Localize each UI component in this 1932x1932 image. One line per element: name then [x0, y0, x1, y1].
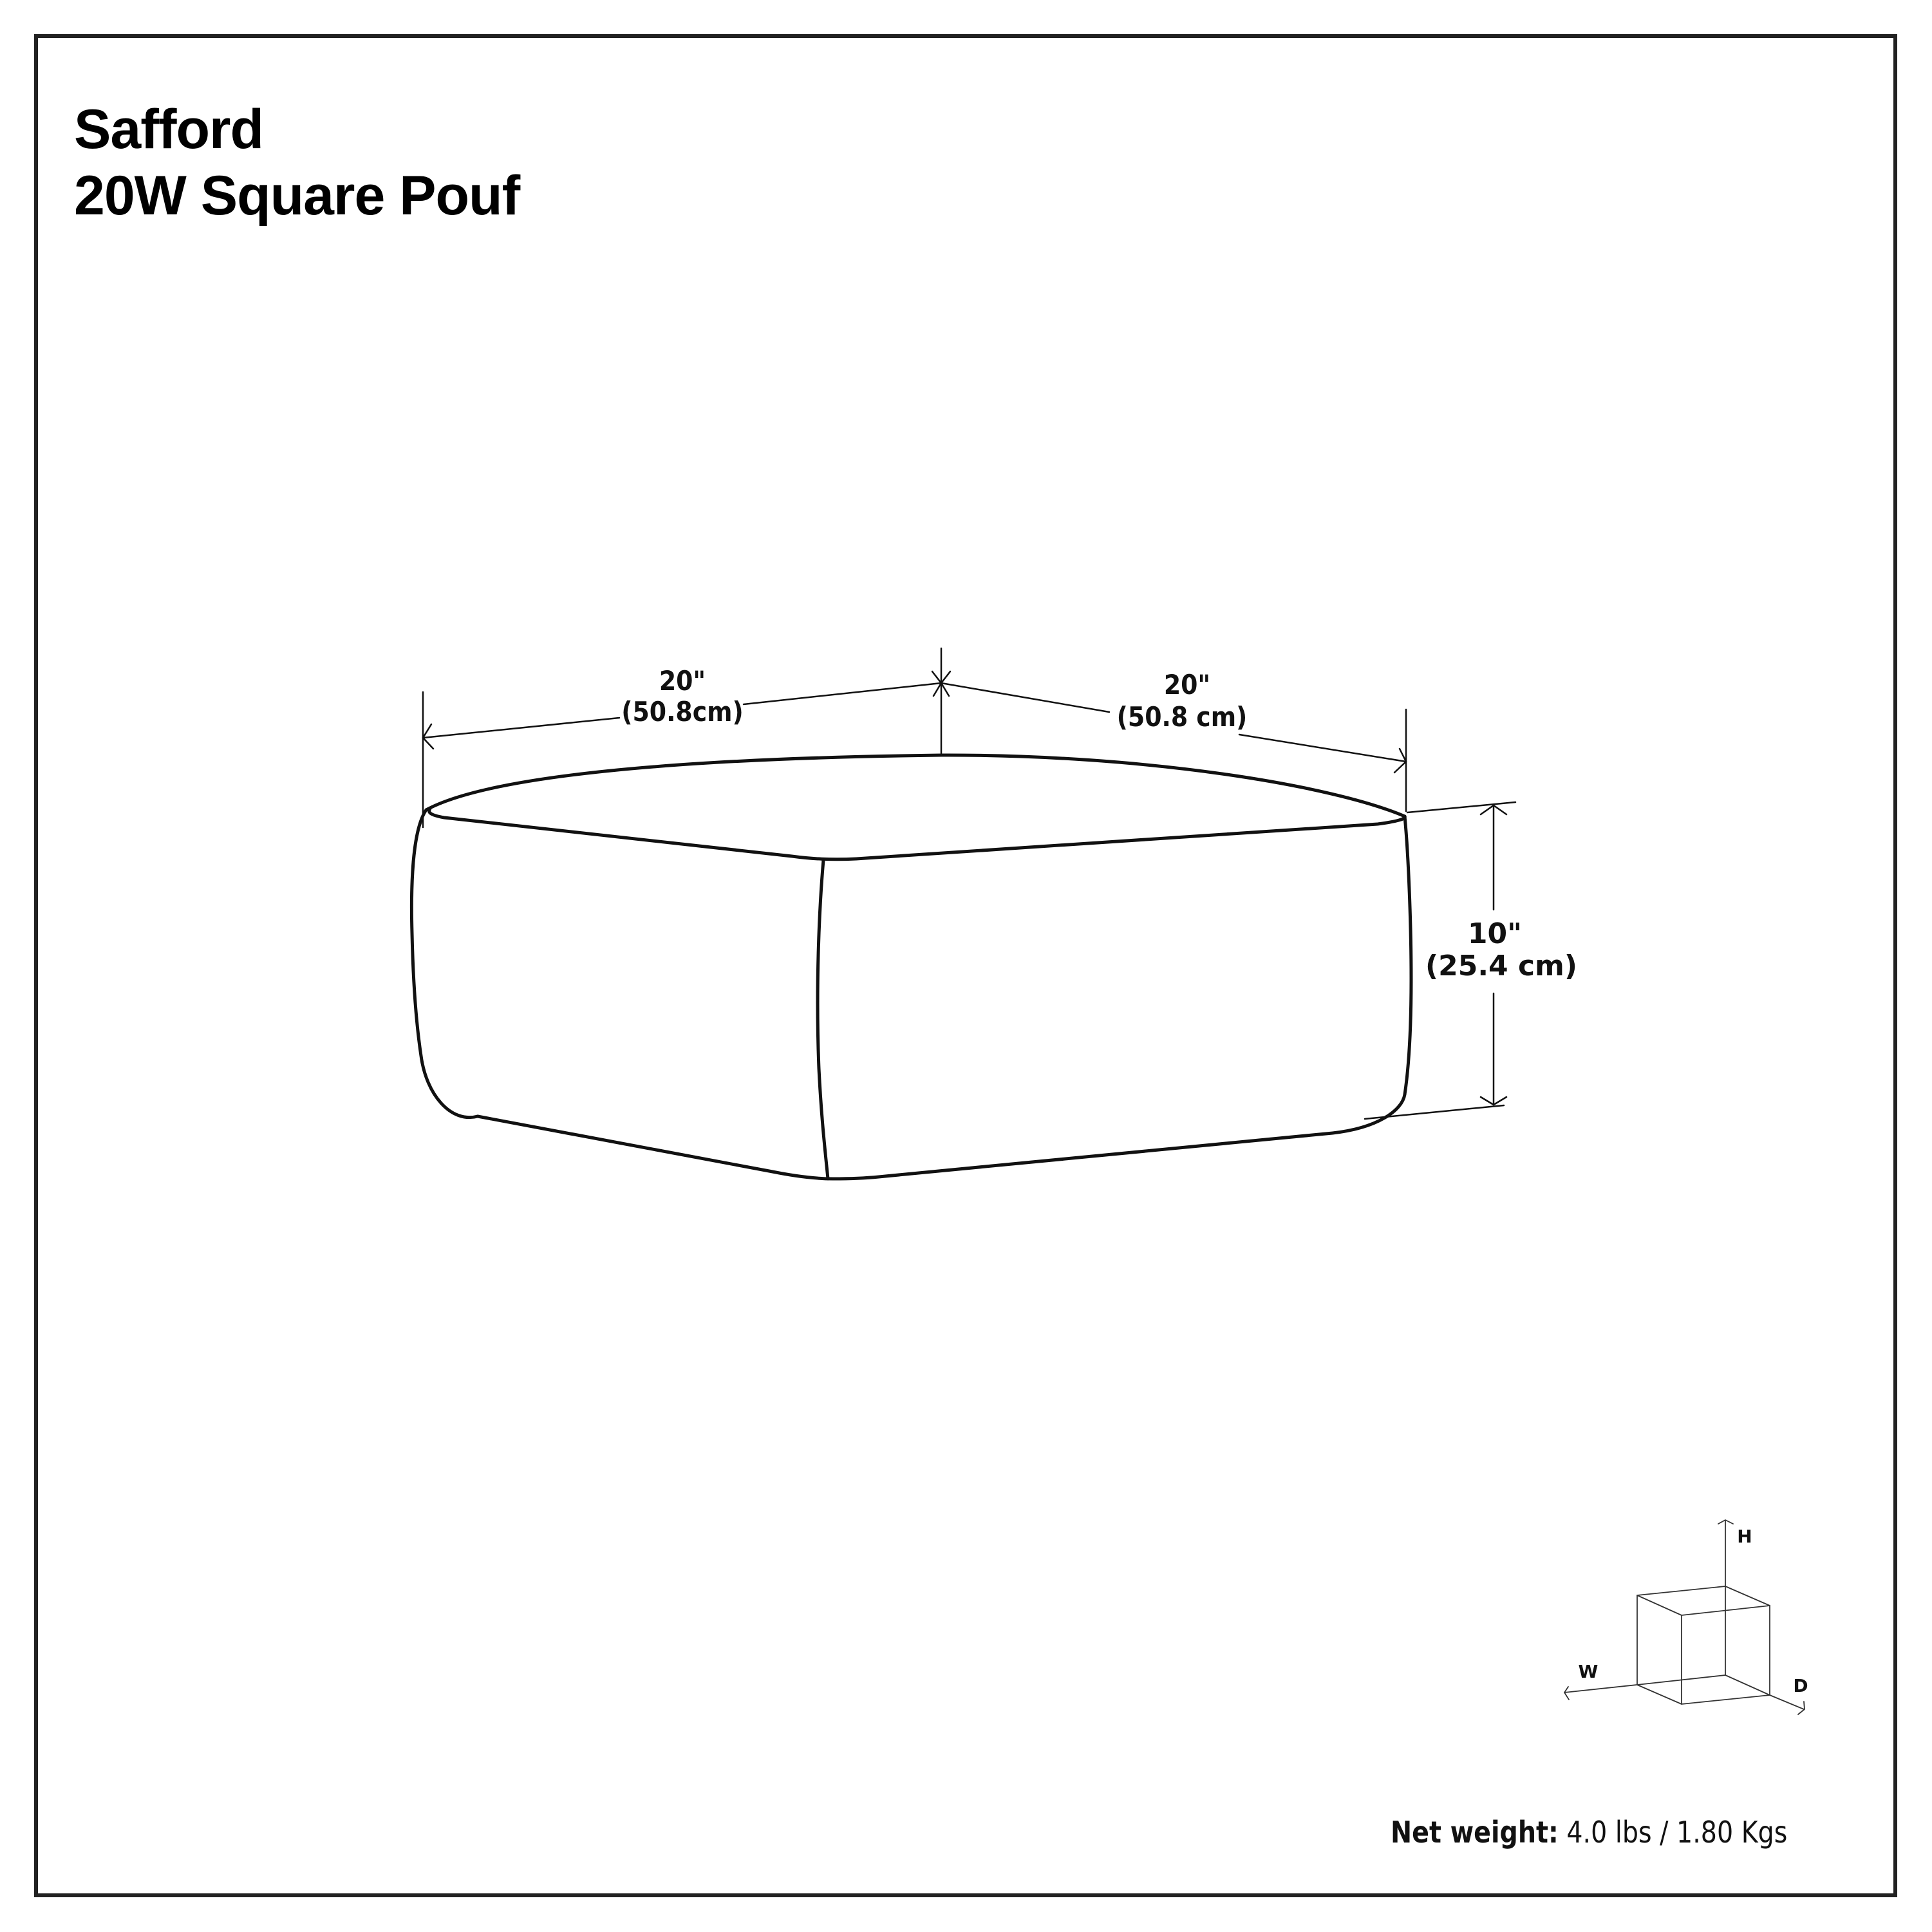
product-model-name: 20W Square Pouf: [74, 165, 520, 227]
product-collection-name: Safford: [74, 98, 264, 160]
d-axis-label: D: [1793, 1675, 1808, 1696]
height-arrow-top-icon: [1479, 804, 1508, 816]
product-title: Safford 20W Square Pouf: [74, 97, 520, 229]
width-dim-line-right: [742, 682, 943, 706]
w-axis-arrow-icon: [1564, 1686, 1570, 1700]
cube-top-face: [1637, 1586, 1770, 1616]
depth-dim-line-right: [1238, 733, 1407, 763]
depth-label-imperial: 20": [1164, 670, 1210, 700]
h-axis-label: H: [1737, 1526, 1752, 1547]
width-label-metric: (50.8cm): [621, 697, 744, 727]
w-axis-line: [1564, 1684, 1638, 1693]
net-weight-label: Net weight:: [1391, 1815, 1559, 1850]
pouf-bottom-left-edge: [476, 1114, 835, 1181]
pouf-right-side: [1403, 814, 1413, 1096]
pouf-front-seam: [816, 858, 830, 1181]
d-axis-arrow-icon: [1797, 1701, 1805, 1715]
depth-arrow-left-icon: [940, 670, 952, 697]
height-label-metric: (25.4 cm): [1425, 950, 1577, 982]
height-top-extension-line: [1406, 801, 1517, 814]
depth-label-metric: (50.8 cm): [1117, 702, 1248, 733]
pouf-outline: [409, 753, 1413, 1181]
width-dim-line-left: [422, 717, 621, 739]
h-axis-arrow-icon: [1718, 1519, 1734, 1524]
axis-orientation-icon: [1564, 1519, 1805, 1715]
width-arrow-left-icon: [422, 723, 435, 750]
height-bottom-extension-line: [1364, 1104, 1505, 1120]
w-axis-label: W: [1579, 1661, 1599, 1682]
height-dimension: [1364, 801, 1517, 1120]
pouf-top-back-edge: [424, 753, 1407, 818]
height-arrow-bottom-icon: [1479, 1096, 1508, 1106]
depth-arrow-right-icon: [1393, 747, 1407, 774]
width-label-imperial: 20": [659, 666, 706, 697]
net-weight-value: 4.0 lbs / 1.80 Kgs: [1558, 1815, 1788, 1850]
depth-dimension: [940, 670, 1407, 812]
cube-bottom-face: [1637, 1674, 1770, 1705]
pouf-left-side: [409, 808, 480, 1120]
height-label-imperial: 10": [1468, 917, 1522, 950]
pouf-top-front-edge: [427, 807, 1407, 861]
d-axis-line: [1769, 1694, 1805, 1710]
pouf-bottom-right-edge: [831, 1093, 1407, 1181]
depth-dim-line-left: [940, 682, 1111, 713]
page-border: [34, 34, 1897, 1897]
net-weight: Net weight: 4.0 lbs / 1.80 Kgs: [1391, 1814, 1787, 1850]
